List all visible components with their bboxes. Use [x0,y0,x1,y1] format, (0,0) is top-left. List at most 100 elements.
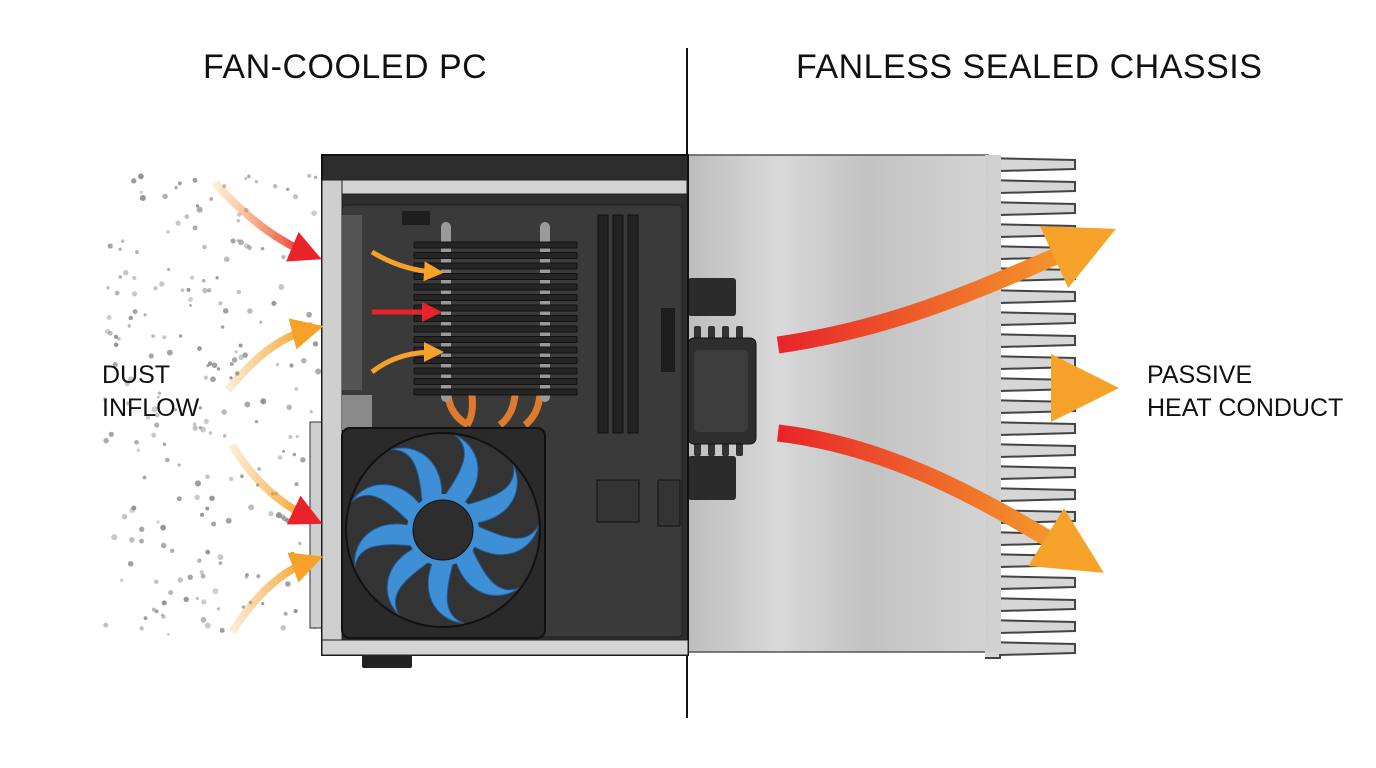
dust-particle [286,187,290,191]
dust-particle [192,422,197,427]
dust-particle [178,334,183,338]
cpu-fin [413,367,578,375]
dust-particle [211,362,218,369]
dust-particle [217,554,224,560]
dust-particle [208,431,213,435]
dust-particle [124,380,130,387]
cpu-fin [413,357,578,364]
left-title: FAN-COOLED PC [203,48,488,86]
dust-particle [142,475,147,480]
dust-particle [245,573,249,577]
dust-particle [160,542,167,549]
dust-particle [236,219,240,223]
dust-particle [161,614,166,620]
dust-particle [209,495,215,502]
fan-blade [442,434,479,503]
dust-particle [154,579,159,584]
dust-particle [248,504,255,511]
dust-particle [107,330,113,336]
dust-particle [162,193,168,200]
cpu-heatsink [413,241,578,396]
heat-arrow-up [776,226,1116,354]
fin [984,641,1076,659]
dust-particle [134,250,139,254]
dust-particle [281,255,286,260]
dust-particle [210,376,216,383]
dust-particle [271,300,277,306]
dust-particle [192,425,198,431]
cpu-fin [413,273,578,280]
dust-arrow-3 [228,442,323,525]
dust-particle [202,244,207,250]
dust-particle [139,626,144,631]
dust-particle [151,607,156,612]
dust-particle [118,275,123,279]
dust-particle [162,335,167,340]
dust-particle [200,616,207,623]
dust-particle [207,288,212,293]
dust-particle [288,435,293,439]
cpu-fin [413,283,578,291]
dust-particle [125,401,131,406]
dust-particle [230,238,236,244]
dust-particle [131,291,138,297]
dust-particle [216,607,221,611]
dust-particle [278,283,285,290]
dust-particle [160,524,166,531]
dust-particle [197,346,202,351]
fan-blade [427,559,465,624]
dust-particle [139,195,146,202]
dust-particle [112,362,118,368]
dust-particle [200,512,205,517]
dust-particle [256,574,261,579]
dust-particle [106,315,112,320]
dust-particle [295,434,299,439]
dust-arrow-4 [228,552,324,635]
dust-particle [292,452,297,457]
dust-particle [160,613,164,617]
dust-particle [128,315,133,321]
dust-particle [195,596,200,601]
dust-particle [207,361,213,366]
dust-particle [203,418,209,424]
dust-particle [136,448,141,452]
dust-particle [202,287,208,294]
dust-particle [300,457,306,463]
dust-particle [154,422,160,428]
dust-particle [282,449,286,453]
dust-particle [127,376,134,383]
cpu-fin [413,304,578,312]
dust-particle [244,243,250,249]
dust-particle [244,177,248,181]
dust-particle [188,297,194,303]
dust-particle [198,426,202,430]
dust-particle [177,463,181,467]
dust-particle [238,343,243,348]
dust-particle [301,357,307,364]
dust-particle [194,480,202,487]
dust-particle [132,309,138,315]
dust-particle [261,602,265,606]
dust-particle [103,437,109,444]
dust-particle [254,419,259,424]
dust-particle [215,276,219,280]
dust-particle [192,177,198,183]
cooling-fan [341,427,546,639]
dust-particle [219,627,225,633]
dust-particle [196,206,203,213]
heat-label-line2: HEAT CONDUCT [1147,394,1344,422]
dust-particle [175,220,181,226]
dust-particle [123,269,129,276]
dust-particle [111,534,118,541]
dust-particle [106,286,110,290]
dust-label-line1: DUST [102,361,171,389]
dust-particle [315,368,322,375]
dust-particle [118,247,122,251]
dust-particle [148,353,154,359]
dust-particle [166,632,170,636]
dust-particle [236,239,240,243]
dust-particle [294,386,299,392]
dust-particle [257,467,262,471]
dust-particle [159,281,165,287]
